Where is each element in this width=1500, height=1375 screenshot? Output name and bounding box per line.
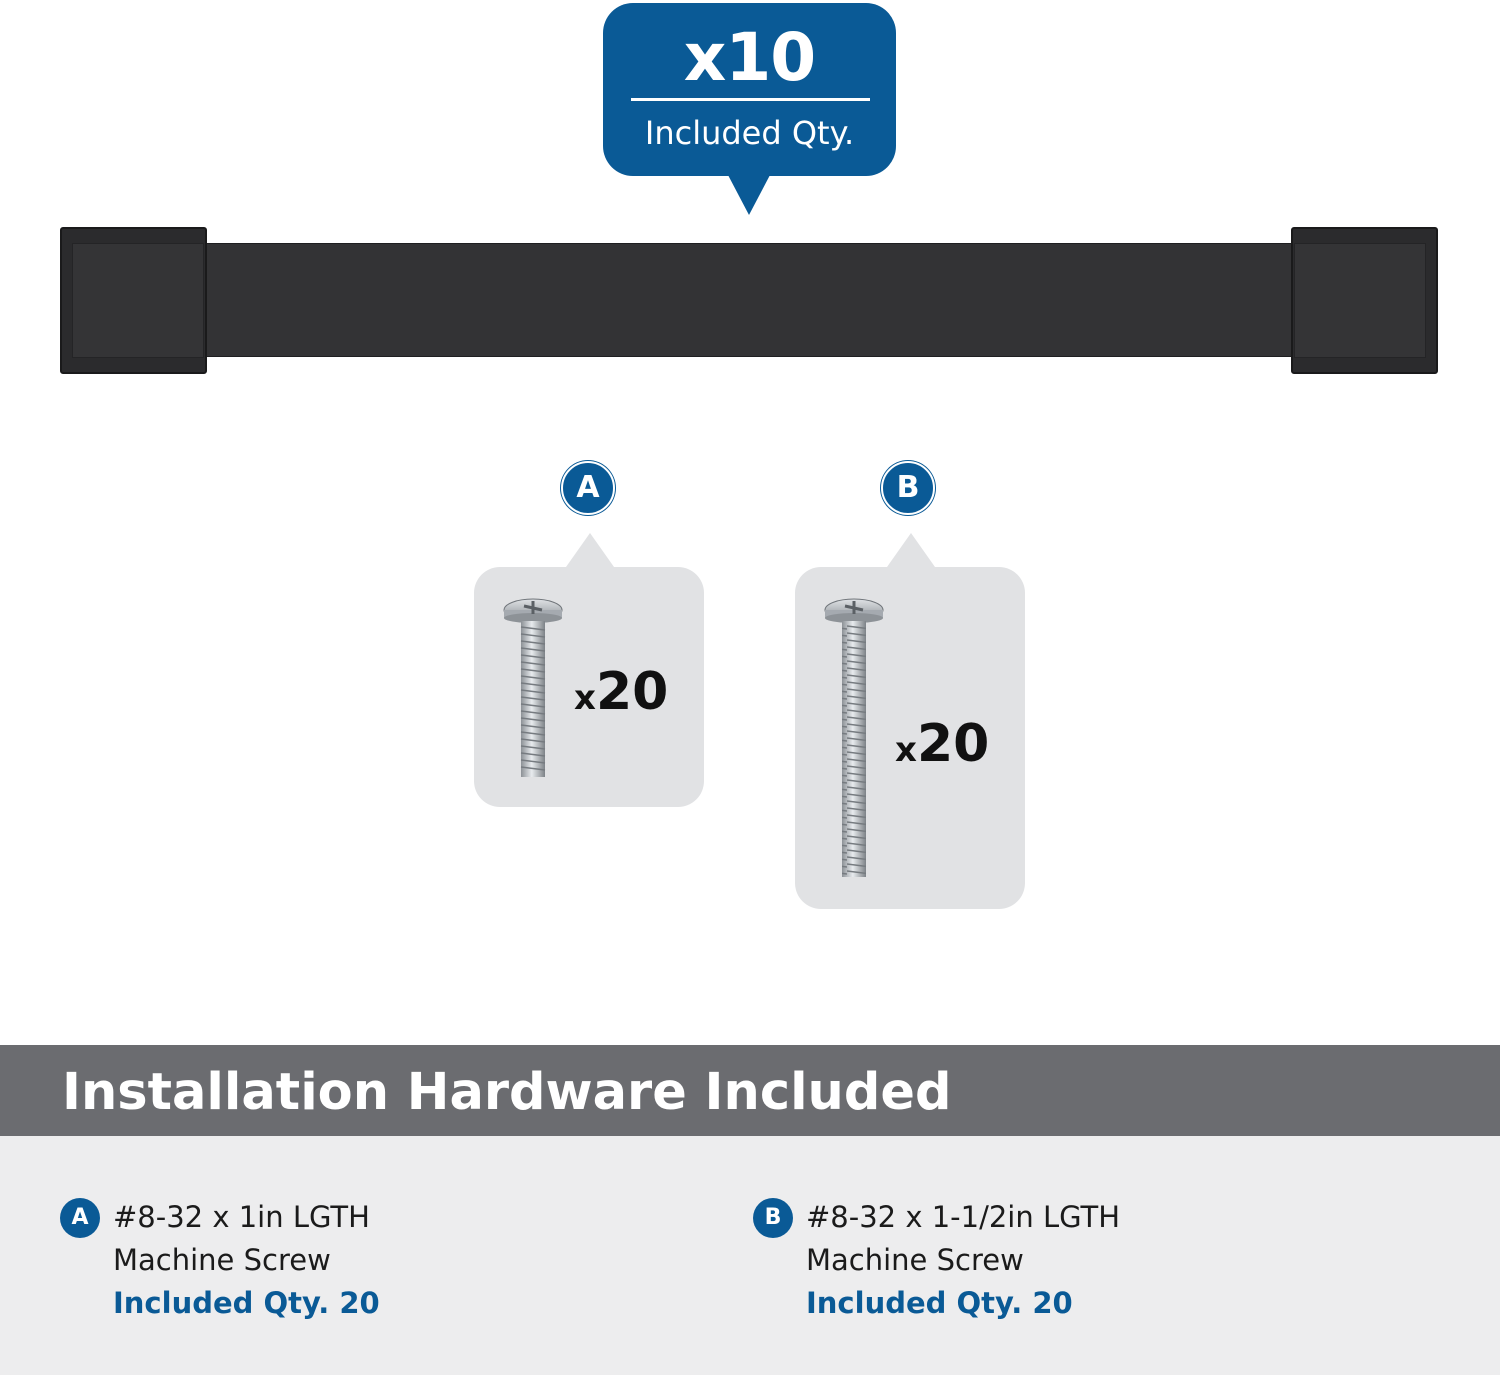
badge-b: B: [881, 461, 935, 515]
callout-label: Included Qty.: [644, 114, 855, 152]
quantity-callout: x10 Included Qty.: [603, 3, 896, 215]
spec-a-included: Included Qty. 20: [113, 1286, 380, 1320]
badge-a: A: [561, 461, 615, 515]
spec-b-included: Included Qty. 20: [806, 1286, 1073, 1320]
spec-badge-a: A: [60, 1198, 100, 1238]
spec-a-size: #8-32 x 1in LGTH: [113, 1200, 370, 1234]
cabinet-pull-handle-image: [0, 0, 1500, 400]
callout-quantity: x10: [683, 19, 816, 96]
card-b-quantity: x20: [895, 714, 990, 774]
panel-body: A #8-32 x 1in LGTH Machine Screw Include…: [0, 1136, 1500, 1375]
long-screw-icon: [824, 598, 884, 877]
card-a-quantity: x20: [574, 662, 669, 722]
spec-a-type: Machine Screw: [113, 1243, 331, 1277]
handle-left-post: [60, 227, 207, 374]
handle-right-post: [1291, 227, 1438, 374]
panel-title: Installation Hardware Included: [62, 1063, 952, 1122]
handle-bar: [70, 243, 1430, 357]
spec-b-size: #8-32 x 1-1/2in LGTH: [806, 1200, 1121, 1234]
panel-header: Installation Hardware Included: [0, 1045, 1500, 1136]
screw-card-a: x20: [474, 533, 704, 807]
screw-card-b: x20: [795, 533, 1025, 909]
callout-divider: [631, 98, 870, 101]
spec-badge-b: B: [753, 1198, 793, 1238]
short-screw-icon: [503, 598, 563, 777]
spec-b-type: Machine Screw: [806, 1243, 1024, 1277]
